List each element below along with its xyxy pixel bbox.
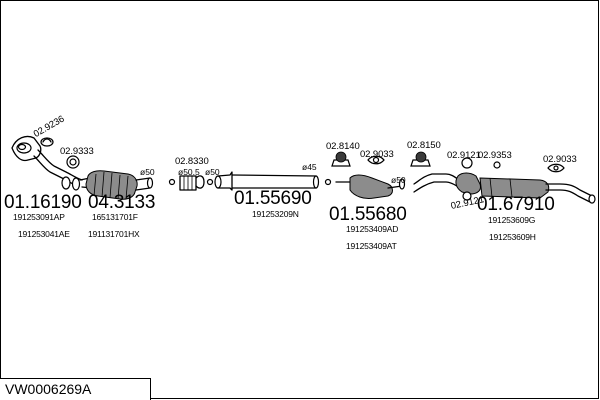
part-number-front-pipe: 01.16190 xyxy=(4,192,82,213)
oe-ref-front-pipe-1: 191253091AP xyxy=(13,212,65,222)
part-number-catalytic-converter: 04.3133 xyxy=(88,192,156,213)
fitting-number-mount-1: 02.8140 xyxy=(326,141,360,152)
oe-ref-centre-silencer-1: 191253409AD xyxy=(346,224,399,234)
part-number-centre-silencer: 01.55680 xyxy=(329,204,407,225)
centre-silencer-drawing xyxy=(335,174,406,199)
oe-ref-catalyst-1: 165131701F xyxy=(92,212,138,222)
rear-silencer-drawing xyxy=(413,157,596,204)
oe-ref-front-pipe-2: 191253041AE xyxy=(18,229,70,239)
oe-ref-rear-silencer-1: 191253609G xyxy=(488,215,536,225)
diagram-code-box: VW0006269A xyxy=(0,378,151,400)
coupling-drawing xyxy=(168,175,214,191)
fitting-number-coupling: 02.8330 xyxy=(175,156,209,167)
intermediate-pipe-drawing xyxy=(214,171,332,191)
diagram-code: VW0006269A xyxy=(5,381,92,397)
fitting-number-rear-mount: 02.9353 xyxy=(478,150,512,161)
oe-ref-catalyst-2: 191131701HX xyxy=(88,229,140,239)
fitting-number-mount-2: 02.9033 xyxy=(360,149,394,160)
oe-ref-centre-silencer-2: 191253409AT xyxy=(346,241,397,251)
diameter-label-2: ø50.5 xyxy=(178,167,200,177)
part-number-rear-silencer: 01.67910 xyxy=(477,194,555,215)
diameter-label-1: ø50 xyxy=(140,167,155,177)
fitting-number-tail-mount: 02.9033 xyxy=(543,154,577,165)
fitting-number-mount-3: 02.8150 xyxy=(407,140,441,151)
oe-ref-rear-silencer-2: 191253609H xyxy=(489,232,536,242)
catalytic-converter-drawing xyxy=(85,170,154,200)
clamp-drawings xyxy=(40,137,80,169)
mounting-rubber-drawings xyxy=(331,151,431,167)
diameter-label-4: ø45 xyxy=(302,162,317,172)
oe-ref-intermediate-pipe-1: 191253209N xyxy=(252,209,299,219)
part-number-intermediate-pipe: 01.55690 xyxy=(234,188,312,209)
diameter-label-3: ø50 xyxy=(205,167,220,177)
diameter-label-5: ø50 xyxy=(391,175,406,185)
front-pipe-drawing xyxy=(11,135,93,191)
fitting-number-rear-clamp: 02.9121 xyxy=(447,150,481,161)
fitting-number-clamp-2: 02.9333 xyxy=(60,146,94,157)
